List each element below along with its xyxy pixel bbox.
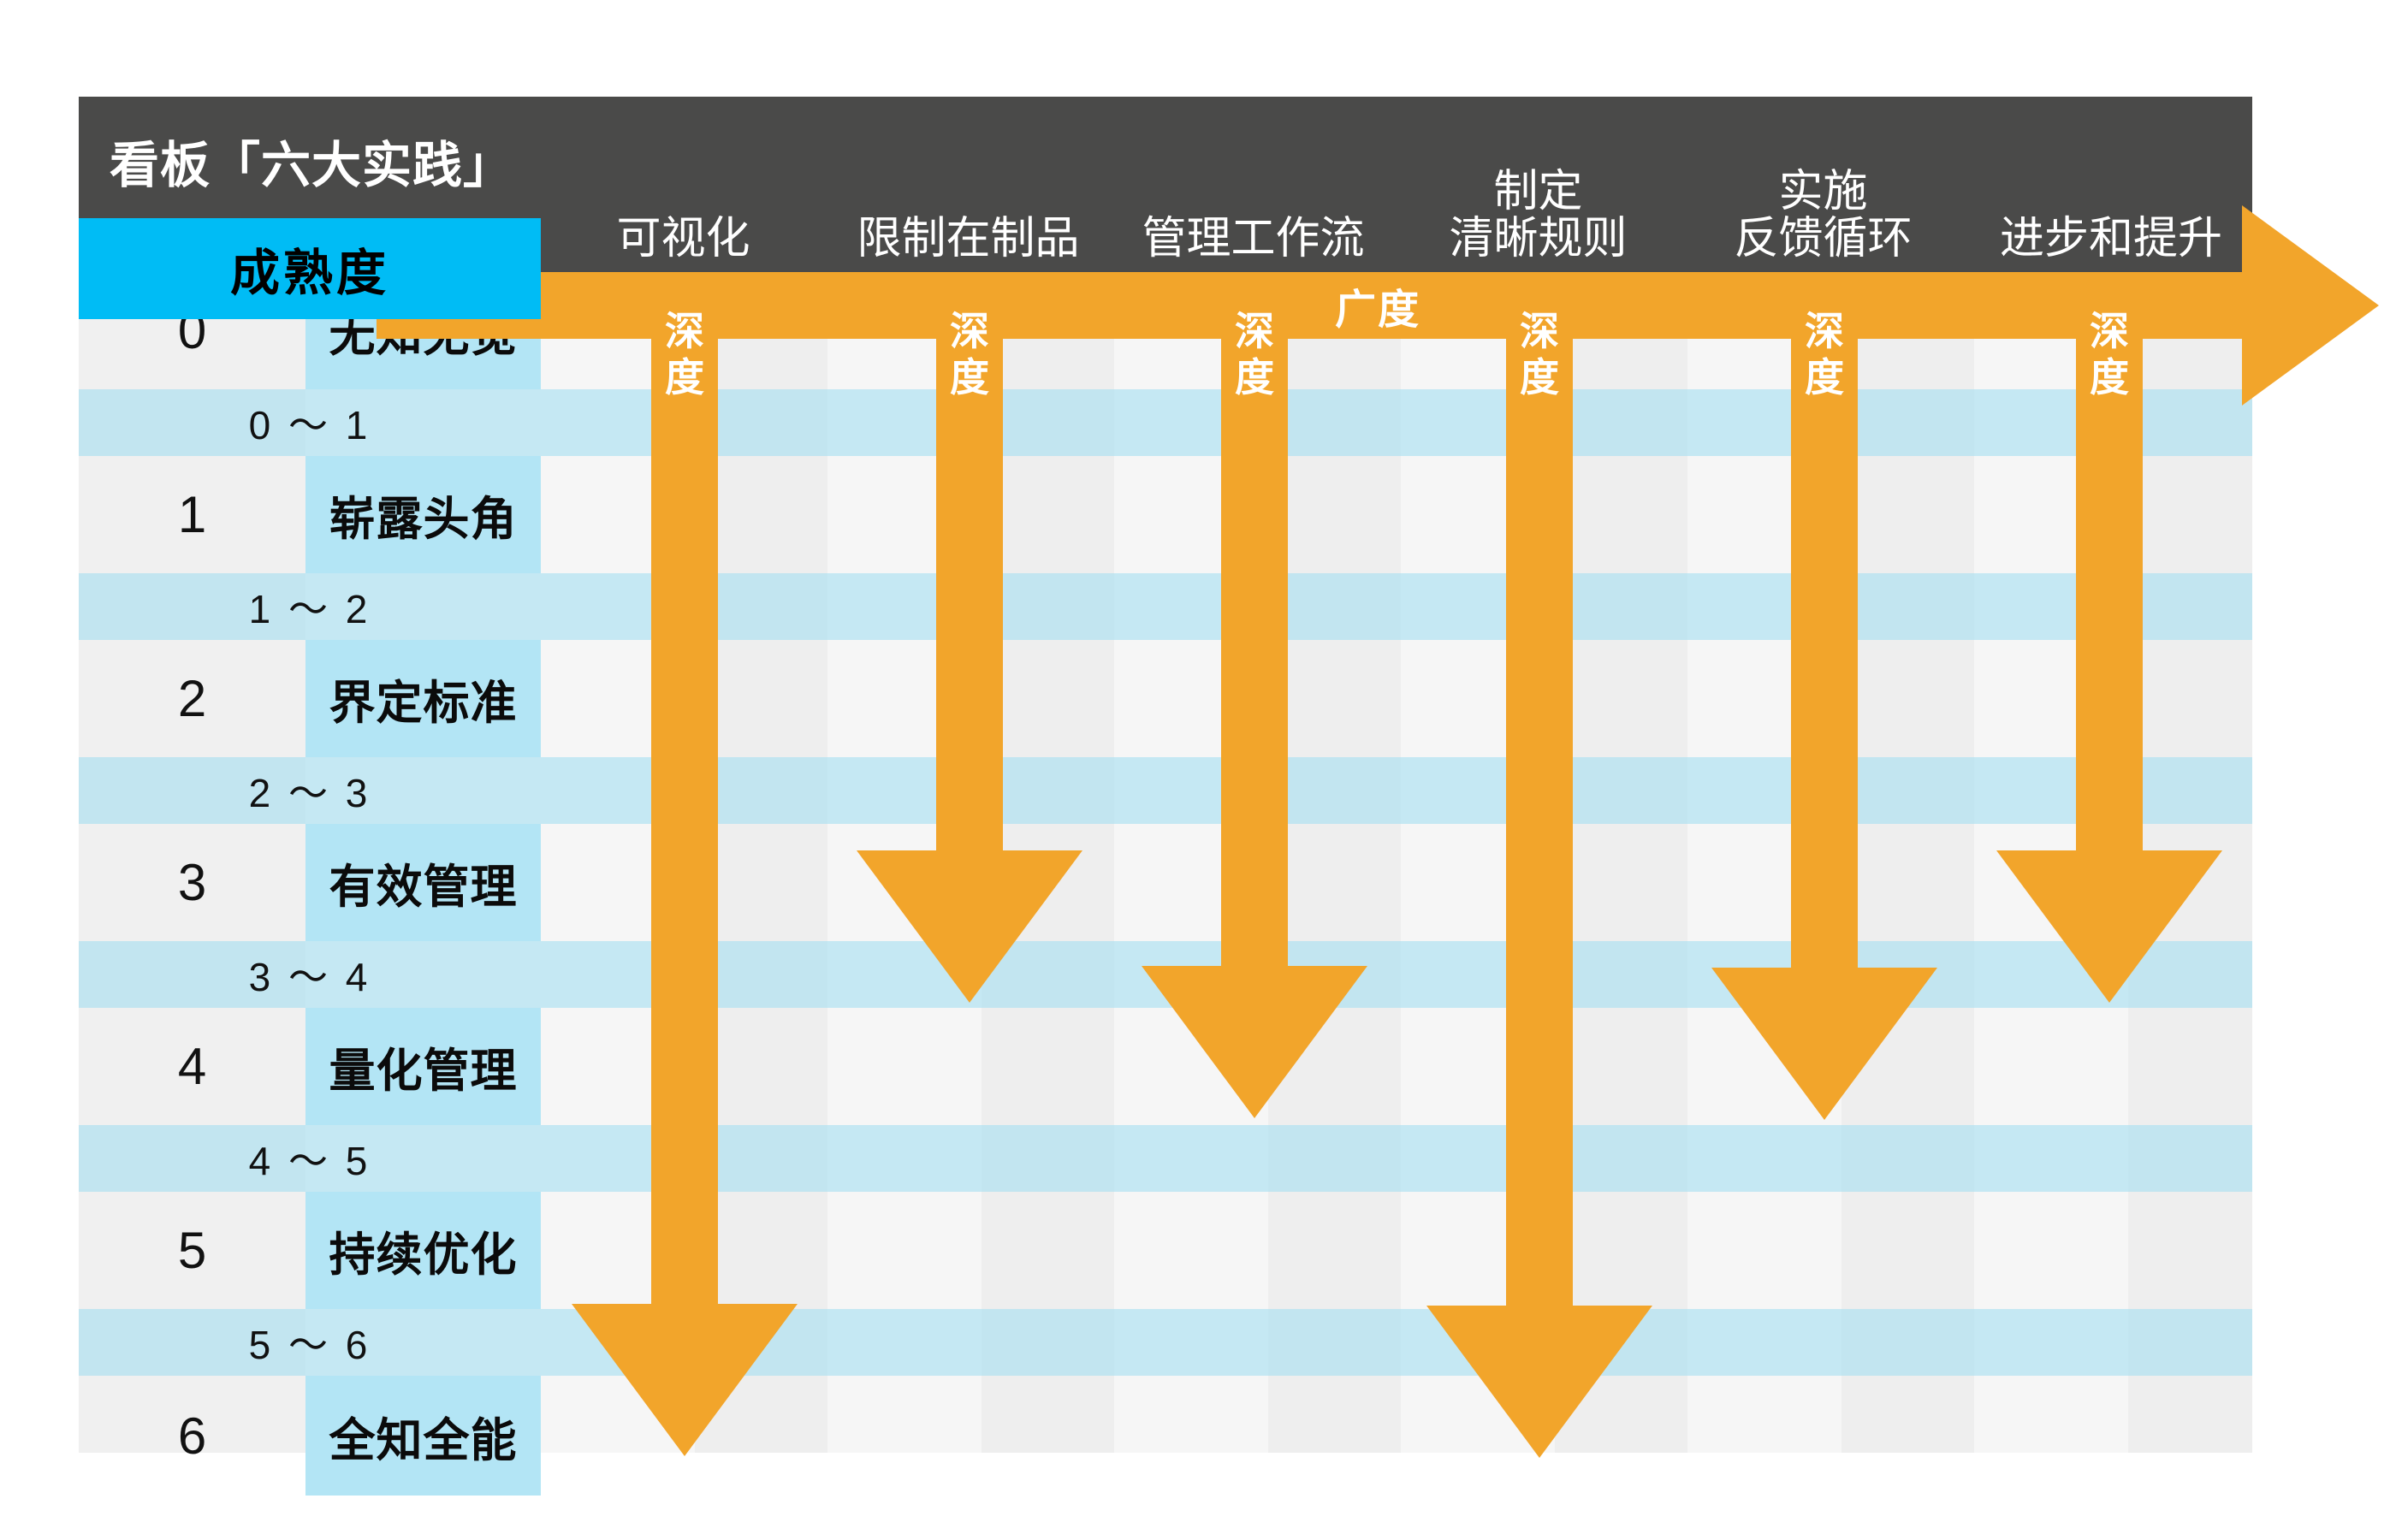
maturity-axis-label: 成熟度 xyxy=(79,218,541,319)
depth-label: 深 度 xyxy=(1799,308,1850,401)
depth-arrow-visualize: 深 度 xyxy=(572,272,798,1456)
depth-arrow-shaft xyxy=(651,272,718,1304)
depth-char-2: 度 xyxy=(950,355,989,400)
transition-band-4-5 xyxy=(79,1125,2252,1192)
depth-arrow-shaft xyxy=(1506,272,1573,1306)
depth-char-2: 度 xyxy=(1805,355,1844,400)
depth-arrow-explicit-policies: 深 度 xyxy=(1426,272,1652,1458)
depth-char-1: 深 xyxy=(2090,309,2129,353)
level-number: 2 xyxy=(177,670,207,727)
level-row-2: 2 界定标准 xyxy=(79,640,541,757)
depth-arrow-manage-flow: 深 度 xyxy=(1142,272,1367,1118)
breadth-arrow-head xyxy=(2242,205,2379,406)
level-row-6: 6 全知全能 xyxy=(79,1376,541,1496)
depth-char-1: 深 xyxy=(950,309,989,353)
depth-char-2: 度 xyxy=(665,355,704,400)
depth-label: 深 度 xyxy=(1514,308,1565,401)
depth-arrow-head xyxy=(857,850,1082,1003)
transition-row-4-5: 4 ～ 5 xyxy=(248,1139,371,1183)
transition-band-5-6 xyxy=(79,1309,2252,1376)
transition-row-2-3: 2 ～ 3 xyxy=(248,771,371,815)
transition-band-0-1 xyxy=(79,389,2252,456)
depth-char-2: 度 xyxy=(1235,355,1274,400)
column-header-feedback-loops: 实施 反馈循环 xyxy=(1734,166,1913,264)
column-stripe-feedback-b xyxy=(1841,272,1974,1453)
transition-row-3-4: 3 ～ 4 xyxy=(248,955,371,999)
depth-label: 深 度 xyxy=(2084,308,2135,401)
depth-label: 深 度 xyxy=(1229,308,1280,401)
maturity-level-list: 0 无知无觉 0 ～ 1 1 崭露头角 1 ～ 2 2 界定标准 2 ～ 3 3… xyxy=(79,272,541,1496)
depth-arrow-shaft xyxy=(1791,272,1858,968)
depth-char-2: 度 xyxy=(1520,355,1559,400)
transition-row-0-1: 0 ～ 1 xyxy=(248,403,371,447)
level-number: 3 xyxy=(177,854,207,911)
depth-arrow-head xyxy=(1711,968,1937,1120)
transition-row-1-2: 1 ～ 2 xyxy=(248,587,371,631)
page-title: 看板「六大实践」 xyxy=(109,138,513,193)
depth-arrow-head xyxy=(1996,850,2222,1003)
level-number: 6 xyxy=(177,1407,207,1465)
depth-char-1: 深 xyxy=(1520,309,1559,353)
depth-arrow-shaft xyxy=(2076,272,2143,850)
depth-arrow-head xyxy=(1426,1306,1652,1458)
depth-arrow-shaft xyxy=(936,272,1003,850)
transition-band-1-2 xyxy=(79,573,2252,640)
column-header-explicit-policies: 制定 清晰规则 xyxy=(1449,166,1628,264)
level-row-4: 4 量化管理 xyxy=(79,1008,541,1125)
level-row-3: 3 有效管理 xyxy=(79,824,541,941)
depth-label: 深 度 xyxy=(659,308,710,401)
depth-char-1: 深 xyxy=(1235,309,1274,353)
level-name: 全知全能 xyxy=(305,1376,541,1496)
column-header-limit-wip: 限制在制品 xyxy=(857,214,1080,264)
depth-char-2: 度 xyxy=(2090,355,2129,400)
depth-char-1: 深 xyxy=(665,309,704,353)
transition-row-5-6: 5 ～ 6 xyxy=(248,1323,371,1367)
depth-arrow-limit-wip: 深 度 xyxy=(857,272,1082,1003)
level-number: 1 xyxy=(177,486,207,543)
level-name: 持续优化 xyxy=(305,1192,541,1309)
depth-char-1: 深 xyxy=(1805,309,1844,353)
level-name: 量化管理 xyxy=(305,1008,541,1125)
depth-arrow-head xyxy=(1142,966,1367,1118)
level-number: 4 xyxy=(177,1038,207,1095)
transition-band-2-3 xyxy=(79,757,2252,824)
column-stripe-policies-b xyxy=(1555,272,1687,1453)
depth-label: 深 度 xyxy=(944,308,995,401)
depth-arrow-improve-evolve: 深 度 xyxy=(1996,272,2222,1003)
breadth-label: 广度 xyxy=(1335,287,1421,333)
column-header-improve-evolve: 进步和提升 xyxy=(1999,214,2222,264)
level-row-5: 5 持续优化 xyxy=(79,1192,541,1309)
level-number: 5 xyxy=(177,1222,207,1279)
level-name: 有效管理 xyxy=(305,824,541,941)
level-row-1: 1 崭露头角 xyxy=(79,456,541,573)
column-header-visualize: 可视化 xyxy=(616,214,750,264)
level-name: 崭露头角 xyxy=(305,456,541,573)
column-stripe-label xyxy=(79,272,305,1453)
depth-arrow-shaft xyxy=(1221,272,1288,966)
depth-arrow-head xyxy=(572,1304,798,1456)
column-header-manage-flow: 管理工作流 xyxy=(1142,214,1365,264)
depth-arrow-feedback-loops: 深 度 xyxy=(1711,272,1937,1120)
column-stripe-manageflow-b xyxy=(1268,272,1401,1453)
level-name: 界定标准 xyxy=(305,640,541,757)
